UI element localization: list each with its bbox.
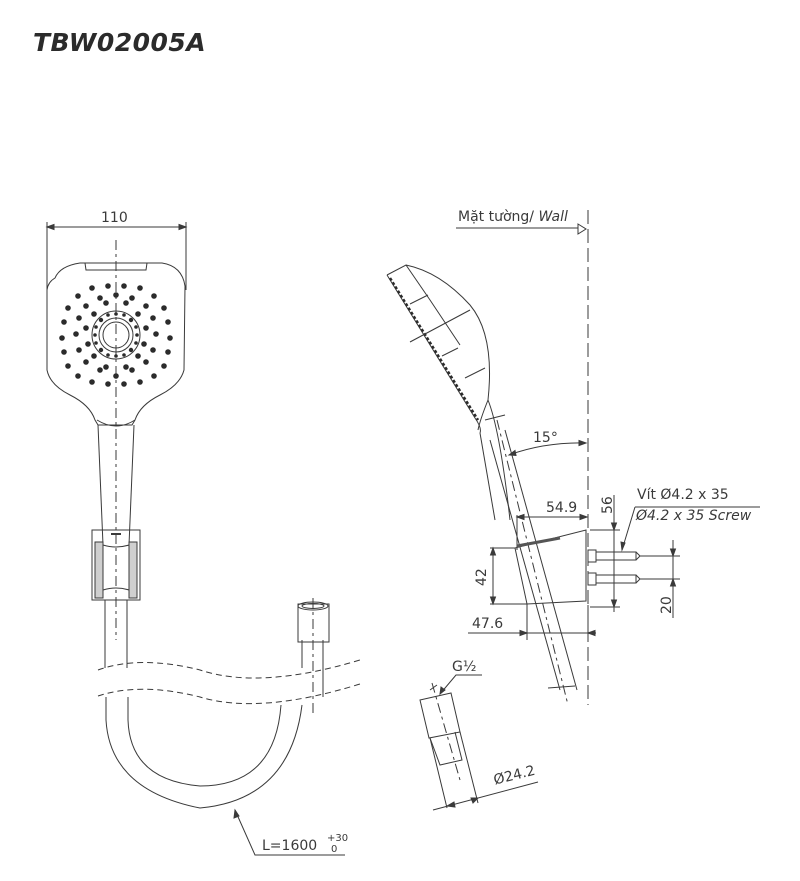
tolerance-lower: 0 <box>331 844 338 855</box>
dimension-110-label: 110 <box>101 210 128 226</box>
hose-length-label: L=1600 <box>262 838 318 854</box>
wall-label-vi: Mặt tường/ <box>458 209 539 225</box>
wall-label: Mặt tường/ Wall <box>458 209 568 225</box>
hose-length-leader <box>233 808 345 856</box>
shower-head-side <box>386 264 511 521</box>
dimension-110 <box>45 222 188 290</box>
screw-label-en: Ø4.2 x 35 Screw <box>636 508 752 524</box>
screw-label-vi: Vít Ø4.2 x 35 <box>637 487 729 503</box>
spray-nozzles <box>59 283 173 387</box>
hose <box>97 598 361 809</box>
dimension-47-6-label: 47.6 <box>472 616 504 632</box>
wall-bracket-side <box>489 529 587 606</box>
dimension-42-label: 42 <box>474 568 490 586</box>
dimension-56-label: 56 <box>600 496 616 514</box>
dimension-56 <box>590 495 620 612</box>
angle-15-dimension <box>507 439 588 457</box>
dimension-20-label: 20 <box>659 596 675 614</box>
handle-side <box>489 419 578 706</box>
dimension-20 <box>669 540 677 618</box>
screw-leader <box>620 506 760 552</box>
thread-label: G½ <box>452 659 477 675</box>
handle-front <box>96 419 136 546</box>
hose-fitting-detail <box>419 674 539 811</box>
shower-head-front <box>46 240 186 640</box>
tolerance-upper: +30 <box>327 833 349 844</box>
dimension-54-9 <box>515 513 589 550</box>
angle-15-label: 15° <box>533 430 558 446</box>
wall-bracket-front <box>91 529 141 601</box>
wall-label-en: Wall <box>538 209 568 225</box>
screws <box>587 549 680 586</box>
model-title: TBW02005A <box>33 28 207 57</box>
dimension-47-6 <box>468 604 596 640</box>
dimension-54-9-label: 54.9 <box>546 500 578 516</box>
